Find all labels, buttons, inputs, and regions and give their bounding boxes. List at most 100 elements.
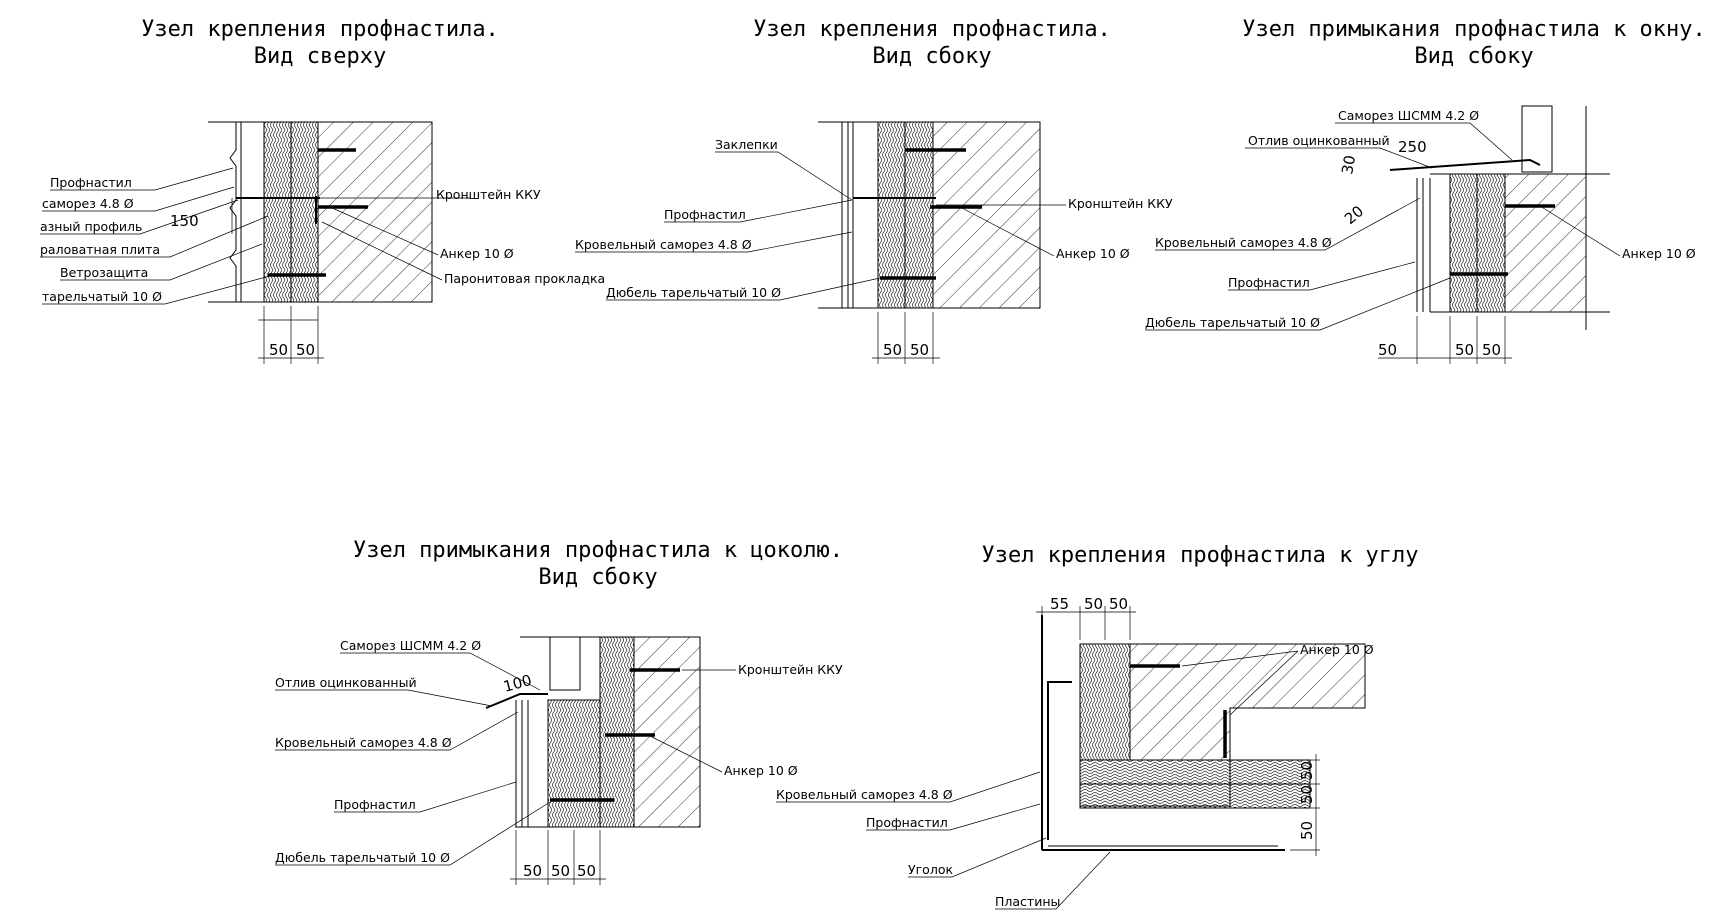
callout-label: Анкер 10 Ø <box>440 246 514 261</box>
leader-line <box>275 711 519 751</box>
callout-label: раловатная плита <box>40 242 160 257</box>
leader-line <box>715 151 853 201</box>
callout-label: Дюбель тарельчатый 10 Ø <box>606 285 781 300</box>
callout-label: Ветрозащита <box>60 265 148 280</box>
leader-line <box>340 652 541 691</box>
dimension-value: 55 <box>1050 595 1069 613</box>
callout-label: саморез 4.8 Ø <box>42 196 134 211</box>
leader-line <box>40 199 239 235</box>
callout-label: Кровельный саморез 4.8 Ø <box>575 237 752 252</box>
callout-label: Анкер 10 Ø <box>1300 642 1374 657</box>
concrete-wall <box>633 636 701 828</box>
detail-side-view: Узел крепления профнастила. Вид сбоку За… <box>575 17 1173 364</box>
insulation-horizontal-1 <box>1079 759 1311 785</box>
dimension-value: 30 <box>1338 154 1359 176</box>
leader-line <box>866 803 1041 831</box>
dimension-value: 50 <box>1455 341 1474 359</box>
dimension-value: 50 <box>296 341 315 359</box>
leader-line <box>1155 197 1421 251</box>
leader-line <box>1145 277 1451 331</box>
concrete-wall <box>932 121 1041 309</box>
concrete-wall <box>1129 643 1366 761</box>
dimension-value: 50 <box>1109 595 1128 613</box>
callout-label: Уголок <box>908 862 953 877</box>
insulation-vertical <box>1079 643 1131 761</box>
detail-corner: Узел крепления профнастила к углу 55 50 … <box>776 543 1419 910</box>
insulation-layer-1 <box>1449 173 1478 313</box>
dimension-value: 150 <box>170 212 199 230</box>
detail-top-view: Узел крепления профнастила. Вид сверху П… <box>40 17 605 364</box>
detail-title-line-2: Вид сбоку <box>1414 44 1533 69</box>
callout-label: Паронитовая прокладка <box>444 271 605 286</box>
callout-label: Заклепки <box>715 137 778 152</box>
concrete-wall <box>1504 173 1587 313</box>
callout-label: Профнастил <box>50 175 132 190</box>
corner-angle <box>1047 681 1072 840</box>
callout-label: Профнастил <box>1228 275 1310 290</box>
leader-line <box>776 771 1041 803</box>
dimension-value: 50 <box>1084 595 1103 613</box>
leader-line <box>995 851 1111 910</box>
dimension-value: 50 <box>523 862 542 880</box>
leader-line <box>606 277 881 301</box>
callout-label: Кровельный саморез 4.8 Ø <box>275 735 452 750</box>
dimension-value: 20 <box>1341 202 1367 228</box>
detail-plinth-junction: Узел примыкания профнастила к цоколю. Ви… <box>275 538 843 885</box>
insulation-layer-upper <box>599 636 635 828</box>
dimension-value: 50 <box>1378 341 1397 359</box>
dimension-value: 50 <box>269 341 288 359</box>
detail-window-junction: Узел примыкания профнастила к окну. Вид … <box>1145 17 1706 364</box>
leader-line <box>575 231 853 253</box>
callout-label: азный профиль <box>40 219 142 234</box>
corrugated-sheet <box>229 122 237 302</box>
callout-label: Профнастил <box>334 797 416 812</box>
leader-line <box>1181 650 1299 667</box>
leader-line <box>275 689 493 707</box>
dimension-value: 50 <box>1298 785 1316 804</box>
dimension-value: 100 <box>501 671 533 696</box>
callout-label: тарельчатый 10 Ø <box>42 289 162 304</box>
dimension-value: 50 <box>910 341 929 359</box>
leader-line <box>959 206 1055 257</box>
leader-line <box>1335 122 1513 161</box>
dimension-value: 50 <box>1298 821 1316 840</box>
callout-label: Отлив оцинкованный <box>275 675 417 690</box>
dimension-value: 50 <box>577 862 596 880</box>
leader-line <box>1229 650 1299 716</box>
detail-title-line-2: Вид сбоку <box>872 44 991 69</box>
callout-label: Кровельный саморез 4.8 Ø <box>776 787 953 802</box>
callout-label: Кронштейн ККУ <box>738 662 843 677</box>
callout-label: Анкер 10 Ø <box>1056 246 1130 261</box>
leader-line <box>60 243 263 281</box>
leader-line <box>1539 205 1621 257</box>
dimension-value: 50 <box>1482 341 1501 359</box>
leader-line <box>275 801 551 866</box>
insulation-layer-2 <box>1476 173 1506 313</box>
callout-label: Профнастил <box>866 815 948 830</box>
callout-label: Анкер 10 Ø <box>724 763 798 778</box>
callout-label: Отлив оцинкованный <box>1248 133 1390 148</box>
dimension-value: 50 <box>883 341 902 359</box>
leader-line <box>42 275 271 305</box>
leader-line <box>647 734 723 773</box>
detail-title-line-1: Узел крепления профнастила. <box>141 17 499 42</box>
insulation-layer-lower <box>547 699 601 828</box>
insulation-layer-1 <box>263 121 292 303</box>
leader-line <box>40 215 269 258</box>
callout-label: Дюбель тарельчатый 10 Ø <box>275 850 450 865</box>
leader-line <box>329 206 439 256</box>
detail-title-line-1: Узел крепления профнастила. <box>753 17 1111 42</box>
leader-line <box>664 199 853 223</box>
dimension-value: 50 <box>1298 761 1316 780</box>
callout-label: Дюбель тарельчатый 10 Ø <box>1145 315 1320 330</box>
leader-line <box>42 186 235 212</box>
plinth-trim <box>549 636 581 691</box>
callout-label: Пластины <box>995 894 1060 909</box>
leader-line <box>50 167 234 191</box>
detail-title-line-2: Вид сбоку <box>538 565 657 590</box>
insulation-horizontal-2 <box>1079 783 1311 809</box>
dimension-value: 50 <box>551 862 570 880</box>
leader-line <box>334 781 517 813</box>
leader-line <box>321 221 443 281</box>
